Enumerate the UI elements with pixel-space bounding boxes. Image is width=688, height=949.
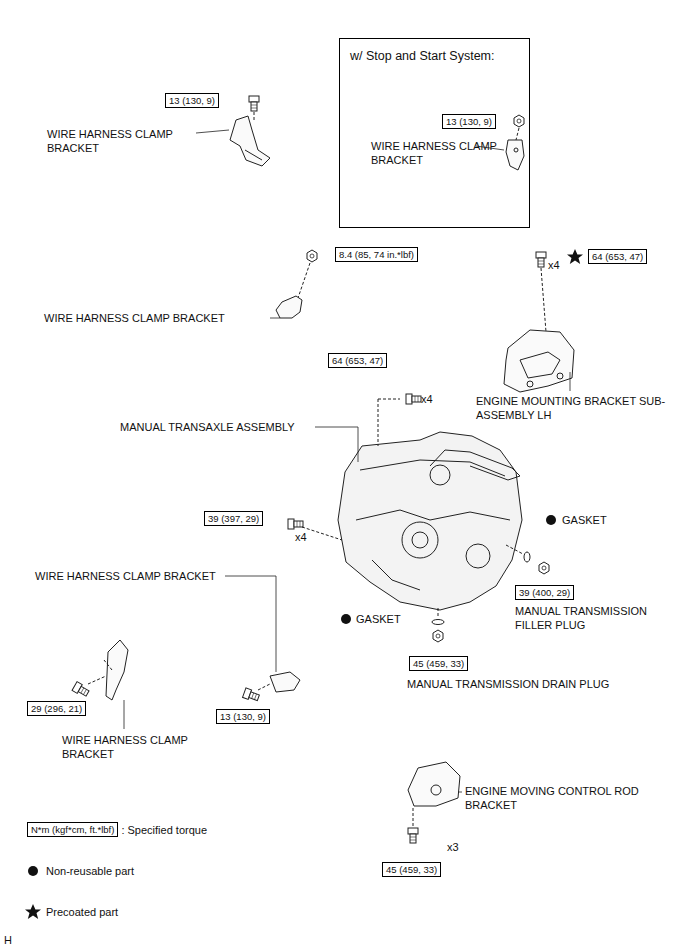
legend-text: Non-reusable part bbox=[46, 865, 134, 877]
legend-text: Precoated part bbox=[46, 906, 118, 918]
torque-box: 64 (653, 47) bbox=[328, 353, 387, 368]
torque-value: 45 (459, 33) bbox=[386, 864, 437, 875]
torque-box: N*m (kgf*cm, ft.*lbf) bbox=[27, 822, 118, 837]
part-label: GASKET bbox=[562, 513, 607, 527]
non-reusable-mark bbox=[24, 862, 42, 880]
part-label: WIRE HARNESS CLAMP BRACKET bbox=[62, 733, 212, 762]
torque-box: 13 (130, 9) bbox=[216, 709, 270, 724]
torque-box: 29 (296, 21) bbox=[27, 701, 86, 716]
part-label: WIRE HARNESS CLAMP BRACKET bbox=[47, 127, 197, 156]
part-label: : Specified torque bbox=[121, 823, 207, 837]
torque-box: 39 (400, 29) bbox=[515, 585, 574, 600]
quantity-label: x4 bbox=[548, 258, 560, 272]
part-label: ENGINE MOVING CONTROL ROD BRACKET bbox=[465, 784, 645, 813]
torque-value: 13 (130, 9) bbox=[169, 95, 215, 106]
torque-value: 13 (130, 9) bbox=[220, 711, 266, 722]
torque-box: 39 (397, 29) bbox=[204, 511, 263, 526]
torque-value: 8.4 (85, 74 in.*lbf) bbox=[339, 249, 414, 260]
part-label: WIRE HARNESS CLAMP BRACKET bbox=[35, 569, 216, 583]
torque-box: 13 (130, 9) bbox=[442, 114, 496, 129]
torque-value: 64 (653, 47) bbox=[332, 355, 383, 366]
torque-box: 45 (459, 33) bbox=[382, 862, 441, 877]
part-label: MANUAL TRANSAXLE ASSEMBLY bbox=[120, 420, 295, 434]
part-label: ENGINE MOUNTING BRACKET SUB-ASSEMBLY LH bbox=[476, 394, 676, 423]
torque-box: 13 (130, 9) bbox=[165, 93, 219, 108]
quantity-label: x4 bbox=[421, 392, 433, 406]
precoated-star bbox=[567, 249, 583, 264]
legend-item: Non-reusable part bbox=[24, 862, 134, 880]
torque-box: 64 (653, 47) bbox=[588, 249, 647, 264]
variant-frame: w/ Stop and Start System: 13 (130, 9) bbox=[339, 38, 530, 228]
frame-heading: w/ Stop and Start System: bbox=[350, 49, 519, 64]
torque-value: N*m (kgf*cm, ft.*lbf) bbox=[31, 824, 114, 835]
torque-value: 13 (130, 9) bbox=[446, 116, 492, 127]
torque-value: 39 (397, 29) bbox=[208, 513, 259, 524]
precoated-star bbox=[24, 903, 42, 921]
torque-value: 64 (653, 47) bbox=[592, 251, 643, 262]
part-label: GASKET bbox=[356, 612, 401, 626]
part-label: WIRE HARNESS CLAMP BRACKET bbox=[44, 311, 225, 325]
torque-box: 45 (459, 33) bbox=[409, 656, 468, 671]
part-label: WIRE HARNESS CLAMP BRACKET bbox=[371, 139, 521, 168]
legend-item: Precoated part bbox=[24, 903, 118, 921]
quantity-label: x3 bbox=[447, 840, 459, 854]
part-label: H bbox=[4, 933, 12, 947]
part-label: MANUAL TRANSMISSION DRAIN PLUG bbox=[407, 677, 609, 691]
non-reusable-mark bbox=[341, 614, 351, 624]
quantity-label: x4 bbox=[295, 530, 307, 544]
torque-box: 8.4 (85, 74 in.*lbf) bbox=[335, 247, 418, 262]
non-reusable-mark bbox=[546, 515, 556, 525]
torque-value: 39 (400, 29) bbox=[519, 587, 570, 598]
torque-value: 45 (459, 33) bbox=[413, 658, 464, 669]
part-label: MANUAL TRANSMISSION FILLER PLUG bbox=[515, 604, 675, 633]
torque-value: 29 (296, 21) bbox=[31, 703, 82, 714]
